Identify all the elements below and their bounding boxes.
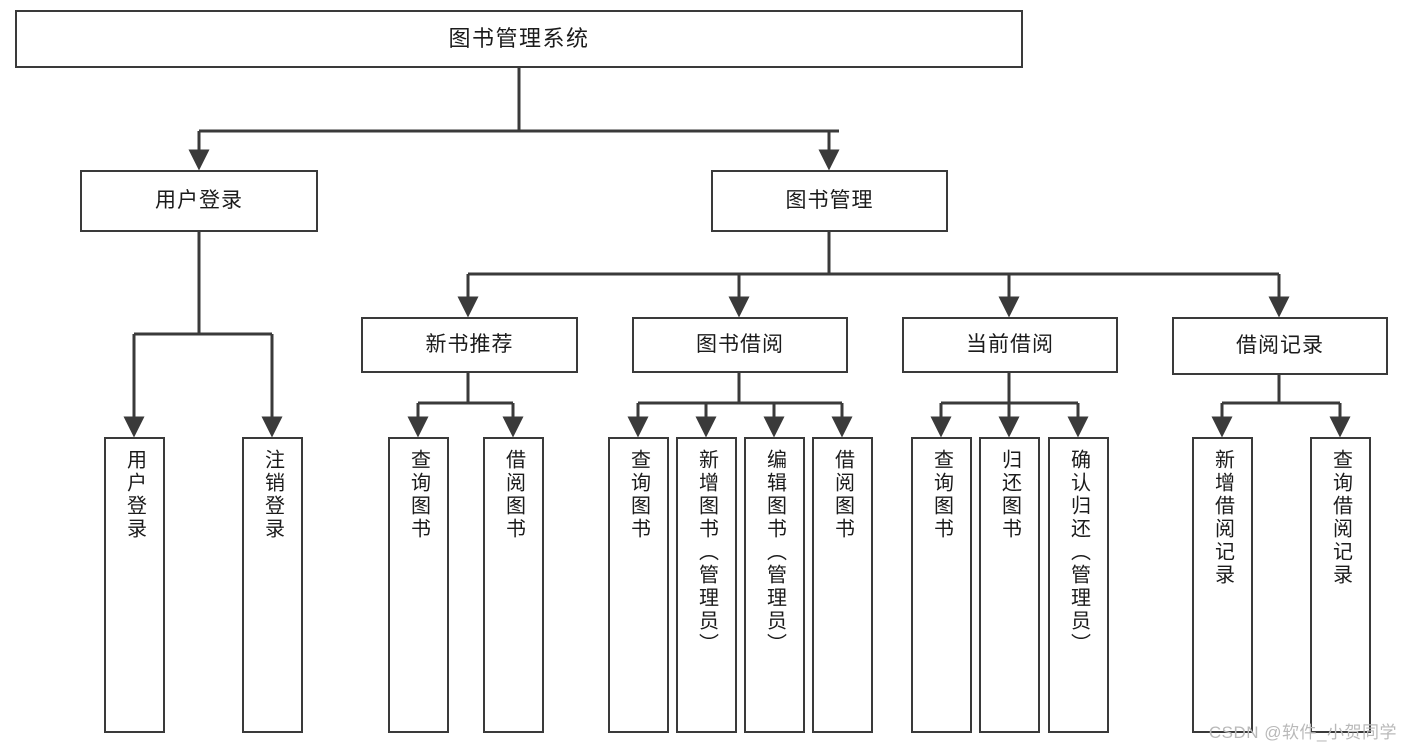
node-leaf-logout-label: 注销登录	[261, 449, 284, 541]
node-leaf-query-record-label: 查询借阅记录	[1329, 449, 1352, 587]
node-leaf-query-book-2[interactable]: 查询图书	[608, 437, 669, 733]
node-leaf-add-record-label: 新增借阅记录	[1211, 449, 1234, 587]
node-leaf-borrow-book-2-label: 借阅图书	[831, 449, 854, 541]
node-user-login[interactable]: 用户登录	[80, 170, 318, 232]
node-root-label: 图书管理系统	[448, 26, 590, 52]
node-leaf-add-book[interactable]: 新增图书（管理员）	[676, 437, 737, 733]
node-book-manage-label: 图书管理	[785, 188, 874, 212]
node-leaf-query-book-1[interactable]: 查询图书	[388, 437, 449, 733]
node-user-login-label: 用户登录	[155, 188, 243, 212]
node-borrow-record[interactable]: 借阅记录	[1172, 317, 1388, 375]
node-leaf-confirm-return-label: 确认归还（管理员）	[1067, 449, 1090, 656]
node-leaf-query-book-2-label: 查询图书	[627, 449, 650, 541]
node-leaf-add-book-label: 新增图书（管理员）	[695, 449, 718, 656]
node-book-manage[interactable]: 图书管理	[711, 170, 948, 232]
node-new-book-rec[interactable]: 新书推荐	[361, 317, 578, 373]
node-book-borrow[interactable]: 图书借阅	[632, 317, 848, 373]
node-new-book-rec-label: 新书推荐	[425, 332, 514, 356]
node-leaf-add-record[interactable]: 新增借阅记录	[1192, 437, 1253, 733]
node-leaf-return-book[interactable]: 归还图书	[979, 437, 1040, 733]
node-leaf-user-login-label: 用户登录	[123, 449, 146, 541]
node-borrow-record-label: 借阅记录	[1236, 333, 1324, 357]
node-current-borrow[interactable]: 当前借阅	[902, 317, 1118, 373]
node-leaf-borrow-book-1[interactable]: 借阅图书	[483, 437, 544, 733]
node-leaf-query-book-3[interactable]: 查询图书	[911, 437, 972, 733]
node-leaf-edit-book[interactable]: 编辑图书（管理员）	[744, 437, 805, 733]
node-leaf-borrow-book-2[interactable]: 借阅图书	[812, 437, 873, 733]
node-leaf-return-book-label: 归还图书	[998, 449, 1021, 541]
node-book-borrow-label: 图书借阅	[696, 332, 784, 356]
node-leaf-query-record[interactable]: 查询借阅记录	[1310, 437, 1371, 733]
node-leaf-user-login[interactable]: 用户登录	[104, 437, 165, 733]
node-root[interactable]: 图书管理系统	[15, 10, 1023, 68]
watermark: CSDN @软件_小贺同学	[1208, 723, 1397, 742]
node-leaf-query-book-1-label: 查询图书	[407, 449, 430, 541]
node-leaf-edit-book-label: 编辑图书（管理员）	[763, 449, 786, 656]
node-leaf-query-book-3-label: 查询图书	[930, 449, 953, 541]
node-current-borrow-label: 当前借阅	[966, 332, 1054, 356]
node-leaf-borrow-book-1-label: 借阅图书	[502, 449, 525, 541]
node-leaf-confirm-return[interactable]: 确认归还（管理员）	[1048, 437, 1109, 733]
node-leaf-logout[interactable]: 注销登录	[242, 437, 303, 733]
